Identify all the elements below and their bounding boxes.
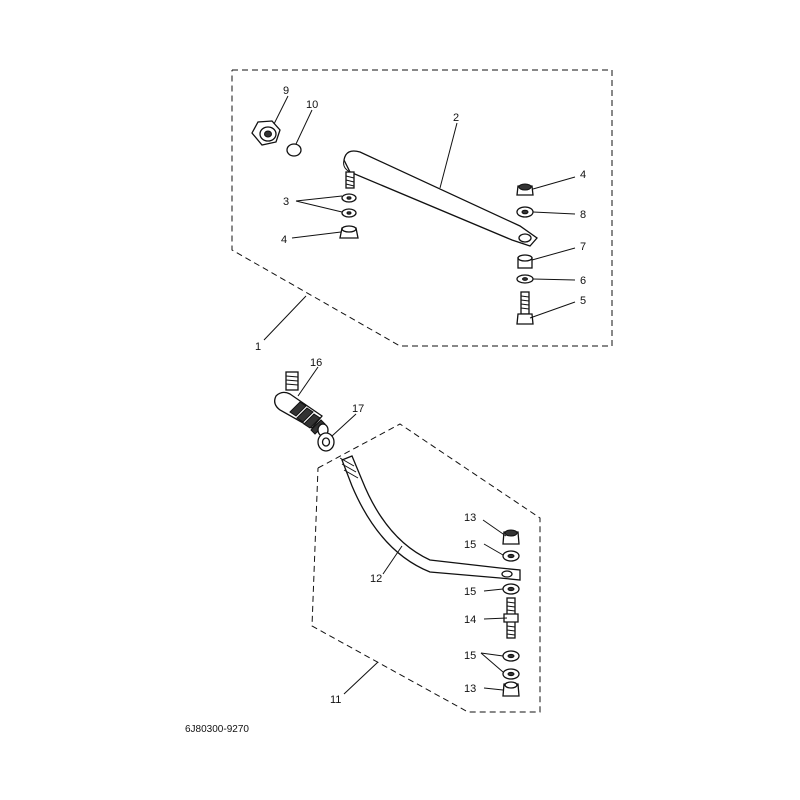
callout-11: 11 <box>330 694 341 706</box>
part-15-washer-1-hole <box>507 553 515 559</box>
leader-8 <box>532 211 576 215</box>
part-15-washer-2-hole <box>507 586 515 592</box>
assembly-1-boundary <box>231 69 613 347</box>
callout-8: 8 <box>580 209 586 221</box>
callout-7: 7 <box>580 241 586 253</box>
leader-4-right <box>532 176 576 190</box>
callout-14: 14 <box>464 614 476 626</box>
part-9-nut[interactable] <box>251 120 281 146</box>
part-2-upper-rod[interactable] <box>343 150 538 247</box>
part-6-washer-hole <box>522 277 528 281</box>
callout-10: 10 <box>306 99 318 111</box>
part-3-washer-b-hole <box>346 211 352 215</box>
leader-3a <box>295 195 343 202</box>
assembly-11-boundary <box>311 423 541 713</box>
part-4-nut-right[interactable] <box>516 183 534 196</box>
callout-17: 17 <box>352 403 364 415</box>
part-15-washer-3-hole <box>507 653 515 659</box>
part-5-bolt[interactable] <box>516 291 534 325</box>
leader-12 <box>382 545 403 575</box>
part-7-bushing[interactable] <box>517 254 533 269</box>
callout-15-1: 15 <box>464 539 476 551</box>
callout-15-2: 15 <box>464 586 476 598</box>
callout-1: 1 <box>255 341 261 353</box>
leader-13-top <box>482 519 507 537</box>
diagram-code: 6J80300-9270 <box>185 724 249 735</box>
leader-6 <box>532 278 576 281</box>
leader-7 <box>531 247 576 261</box>
leader-5 <box>529 301 576 319</box>
part-10-o-ring[interactable] <box>286 143 302 157</box>
callout-16: 16 <box>310 357 322 369</box>
callout-4-right: 4 <box>580 169 586 181</box>
part-16-cable-end[interactable] <box>274 371 329 437</box>
leader-4-left <box>291 231 342 239</box>
leader-3b <box>295 200 343 213</box>
leader-14 <box>483 617 508 620</box>
part-17-bushing[interactable] <box>317 432 335 452</box>
callout-4-left: 4 <box>281 234 287 246</box>
callout-9: 9 <box>283 85 289 97</box>
callout-12: 12 <box>370 573 382 585</box>
callout-13-top: 13 <box>464 512 476 524</box>
leader-2 <box>439 122 458 189</box>
leader-9 <box>273 95 289 125</box>
leader-15-1 <box>483 543 504 556</box>
part-12-lower-rod[interactable] <box>339 455 521 581</box>
part-8-washer-hole <box>521 209 529 215</box>
leader-13-bottom <box>483 687 504 691</box>
leader-16 <box>297 366 319 397</box>
part-4-nut-left[interactable] <box>339 225 359 239</box>
leader-15-4 <box>480 652 504 673</box>
callout-5: 5 <box>580 295 586 307</box>
callout-3: 3 <box>283 196 289 208</box>
callout-6: 6 <box>580 275 586 287</box>
callout-15-3: 15 <box>464 650 476 662</box>
leader-15-2 <box>483 588 504 592</box>
leader-1 <box>263 295 307 341</box>
callout-13-bottom: 13 <box>464 683 476 695</box>
part-15-washer-4-hole <box>507 671 515 677</box>
leader-17 <box>331 413 357 437</box>
part-13-nut-bottom[interactable] <box>502 681 520 697</box>
part-13-nut-top[interactable] <box>502 529 520 545</box>
part-3-washer-a-hole <box>346 196 352 200</box>
leader-11 <box>343 661 379 695</box>
callout-2: 2 <box>453 112 459 124</box>
leader-10 <box>295 109 313 145</box>
leader-15-3 <box>480 652 504 657</box>
